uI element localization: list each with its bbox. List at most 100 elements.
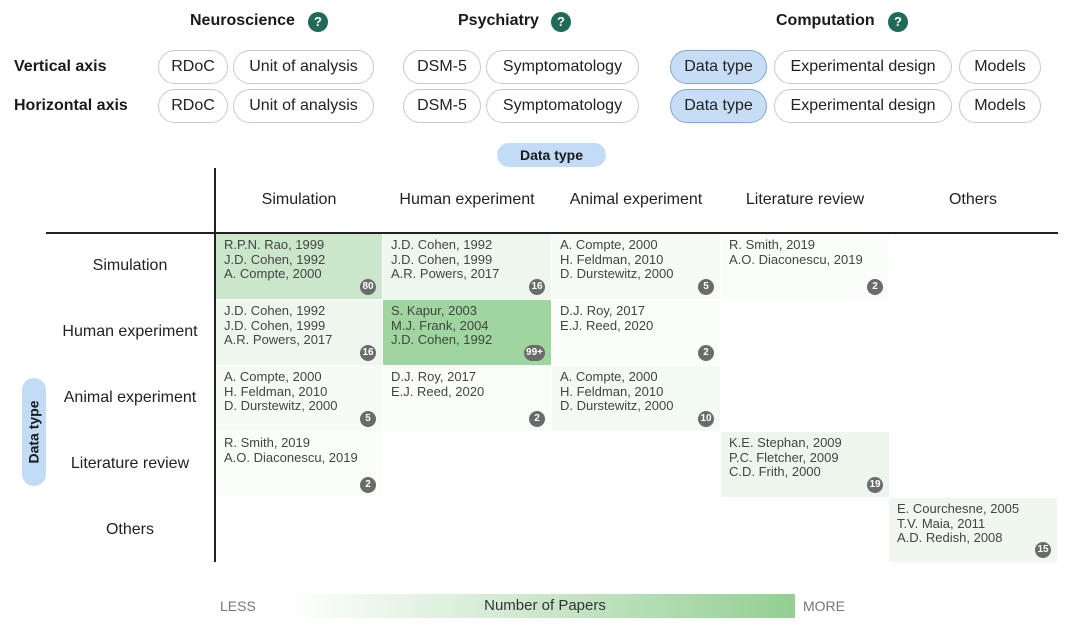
column-header-human-experiment: Human experiment [399,191,535,208]
cell-citation: D. Durstewitz, 2000 [224,398,338,413]
cell-citation: R. Smith, 2019 [729,237,815,252]
horizontal-chip-unit-of-analysis[interactable]: Unit of analysis [233,89,374,123]
matrix-cell[interactable]: A. Compte, 2000 H. Feldman, 2010 D. Durs… [216,366,382,431]
row-header-simulation: Simulation [92,257,168,274]
help-icon[interactable]: ? [551,12,571,32]
cell-citation: E.J. Reed, 2020 [391,383,485,399]
matrix-cell[interactable]: E. Courchesne, 2005 T.V. Maia, 2011 A.D.… [889,498,1057,562]
legend-gradient-bar [285,594,795,618]
cell-citation: A. Compte, 2000 [224,266,322,281]
paper-count-badge: 15 [1035,542,1051,558]
cell-citation: J.D. Cohen, 1999 [391,251,493,267]
column-header-animal-experiment: Animal experiment [569,191,703,208]
vertical-chip-data-type[interactable]: Data type [670,50,767,84]
cell-citation: J.D. Cohen, 1992 [391,332,493,347]
cell-citation: D.J. Roy, 2017 [391,369,477,384]
paper-count-badge: 16 [360,345,376,361]
horizontal-chip-models[interactable]: Models [959,89,1041,123]
vertical-chip-rdoc[interactable]: RDoC [158,50,228,84]
cell-citation: D. Durstewitz, 2000 [560,398,674,413]
cell-citation: J.D. Cohen, 1992 [391,237,493,252]
matrix-cell[interactable]: J.D. Cohen, 1992 J.D. Cohen, 1999 A.R. P… [216,300,382,365]
row-header-others: Others [105,521,154,538]
matrix-horizontal-divider [46,232,1058,234]
matrix-vertical-divider [214,168,216,562]
cell-citation: A. Compte, 2000 [560,237,658,252]
column-header-literature-review: Literature review [745,191,865,208]
cell-citation: H. Feldman, 2010 [560,251,664,267]
vertical-chip-models[interactable]: Models [959,50,1041,84]
horizontal-chip-experimental-design[interactable]: Experimental design [774,89,952,123]
cell-citation: A.R. Powers, 2017 [391,266,500,281]
cell-citation: A.D. Redish, 2008 [897,530,1003,545]
cell-citation: A. Compte, 2000 [560,369,658,384]
matrix-cell[interactable]: D.J. Roy, 2017 E.J. Reed, 2020 2 [383,366,551,431]
cell-citation: C.D. Frith, 2000 [729,464,821,479]
cell-citation: S. Kapur, 2003 [391,303,478,318]
cell-citation: T.V. Maia, 2011 [897,515,986,531]
cell-citation: A.R. Powers, 2017 [224,332,333,347]
horizontal-chip-symptomatology[interactable]: Symptomatology [486,89,639,123]
legend-less-label: LESS [220,598,256,614]
column-axis-tag: Data type [497,143,606,167]
cell-citation: H. Feldman, 2010 [224,383,328,399]
matrix-cell[interactable]: S. Kapur, 2003 M.J. Frank, 2004 J.D. Coh… [383,300,551,365]
category-psychiatry-title: Psychiatry [458,12,539,29]
legend-more-label: MORE [803,598,845,614]
cell-citation: H. Feldman, 2010 [560,383,664,399]
cell-citation: J.D. Cohen, 1999 [224,317,326,333]
cell-citation: K.E. Stephan, 2009 [729,435,842,450]
matrix-cell[interactable]: K.E. Stephan, 2009 P.C. Fletcher, 2009 C… [721,432,889,497]
cell-citation: P.C. Fletcher, 2009 [729,449,839,465]
matrix-cell[interactable]: A. Compte, 2000 H. Feldman, 2010 D. Durs… [552,234,720,299]
category-neuroscience-title: Neuroscience [190,12,295,29]
help-icon[interactable]: ? [308,12,328,32]
paper-count-badge: 10 [698,411,714,427]
horizontal-axis-label: Horizontal axis [14,97,128,114]
vertical-chip-symptomatology[interactable]: Symptomatology [486,50,639,84]
paper-count-badge: 99+ [524,345,545,361]
legend-title: Number of Papers [484,597,606,614]
vertical-axis-label: Vertical axis [14,58,107,75]
matrix-cell[interactable]: A. Compte, 2000 H. Feldman, 2010 D. Durs… [552,366,720,431]
cell-citation: R.P.N. Rao, 1999 [224,237,325,252]
category-computation-title: Computation [776,12,875,29]
paper-count-badge: 2 [698,345,714,361]
paper-count-badge: 2 [360,477,376,493]
paper-count-badge: 5 [698,279,714,295]
row-header-literature-review: Literature review [70,455,190,472]
horizontal-chip-data-type[interactable]: Data type [670,89,767,123]
cell-citation: A.O. Diaconescu, 2019 [224,449,358,465]
row-header-human-experiment: Human experiment [62,323,198,340]
cell-citation: M.J. Frank, 2004 [391,317,489,333]
column-header-others: Others [948,191,997,208]
paper-count-badge: 19 [867,477,883,493]
vertical-chip-experimental-design[interactable]: Experimental design [774,50,952,84]
matrix-cell[interactable]: D.J. Roy, 2017 E.J. Reed, 2020 2 [552,300,720,365]
cell-citation: E. Courchesne, 2005 [897,501,1020,516]
matrix-cell[interactable]: R. Smith, 2019 A.O. Diaconescu, 2019 2 [216,432,382,497]
paper-count-badge: 5 [360,411,376,427]
vertical-chip-dsm5[interactable]: DSM-5 [403,50,481,84]
cell-citation: J.D. Cohen, 1992 [224,303,326,318]
matrix-cell[interactable]: R. Smith, 2019 A.O. Diaconescu, 2019 2 [721,234,889,299]
vertical-chip-unit-of-analysis[interactable]: Unit of analysis [233,50,374,84]
paper-count-badge: 2 [529,411,545,427]
horizontal-chip-dsm5[interactable]: DSM-5 [403,89,481,123]
cell-citation: J.D. Cohen, 1992 [224,251,326,267]
matrix-cell[interactable]: R.P.N. Rao, 1999 J.D. Cohen, 1992 A. Com… [216,234,382,299]
paper-count-badge: 2 [867,279,883,295]
paper-count-badge: 16 [529,279,545,295]
cell-citation: A. Compte, 2000 [224,369,322,384]
row-axis-tag: Data type [22,378,46,486]
cell-citation: R. Smith, 2019 [224,435,310,450]
horizontal-chip-rdoc[interactable]: RDoC [158,89,228,123]
row-header-animal-experiment: Animal experiment [63,389,197,406]
cell-citation: D.J. Roy, 2017 [560,303,646,318]
cell-citation: A.O. Diaconescu, 2019 [729,251,863,267]
paper-count-badge: 80 [360,279,376,295]
help-icon[interactable]: ? [888,12,908,32]
column-header-simulation: Simulation [261,191,337,208]
matrix-cell[interactable]: J.D. Cohen, 1992 J.D. Cohen, 1999 A.R. P… [383,234,551,299]
cell-citation: D. Durstewitz, 2000 [560,266,674,281]
